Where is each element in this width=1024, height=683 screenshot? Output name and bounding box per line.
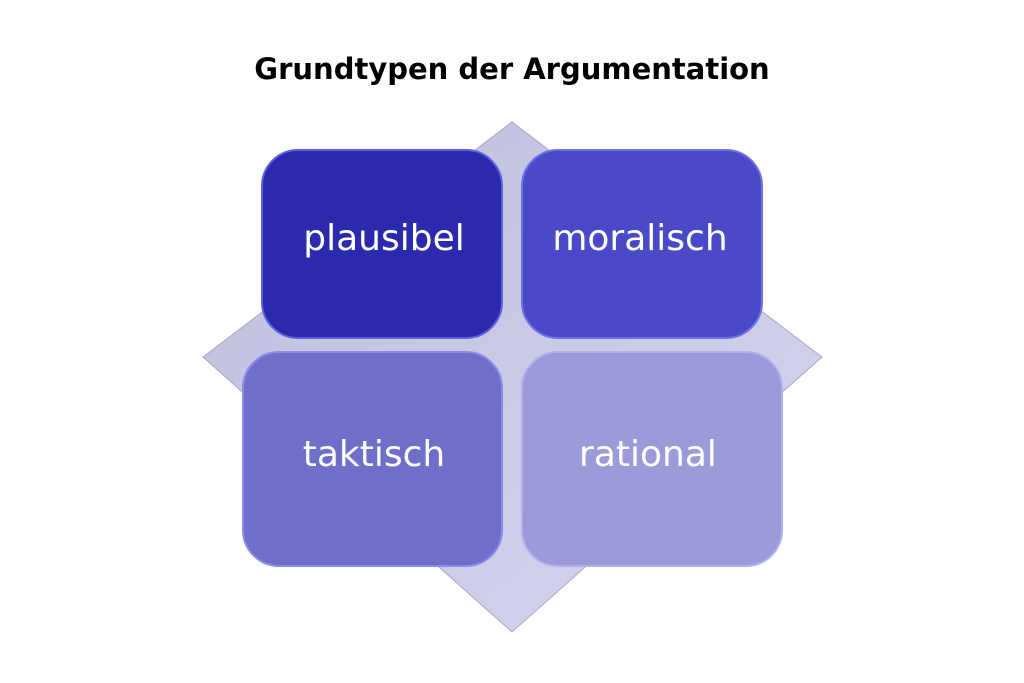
quadrant-label: plausibel: [303, 218, 465, 259]
quadrant-rational: rational: [521, 351, 783, 567]
diagram-title: Grundtypen der Argumentation: [254, 52, 770, 86]
quadrant-label: moralisch: [552, 218, 727, 259]
quadrant-plausibel: plausibel: [261, 149, 503, 339]
quadrant-taktisch: taktisch: [242, 351, 503, 567]
quadrant-label: rational: [579, 434, 717, 475]
quadrant-label: taktisch: [303, 434, 446, 475]
quadrant-moralisch: moralisch: [521, 149, 763, 339]
